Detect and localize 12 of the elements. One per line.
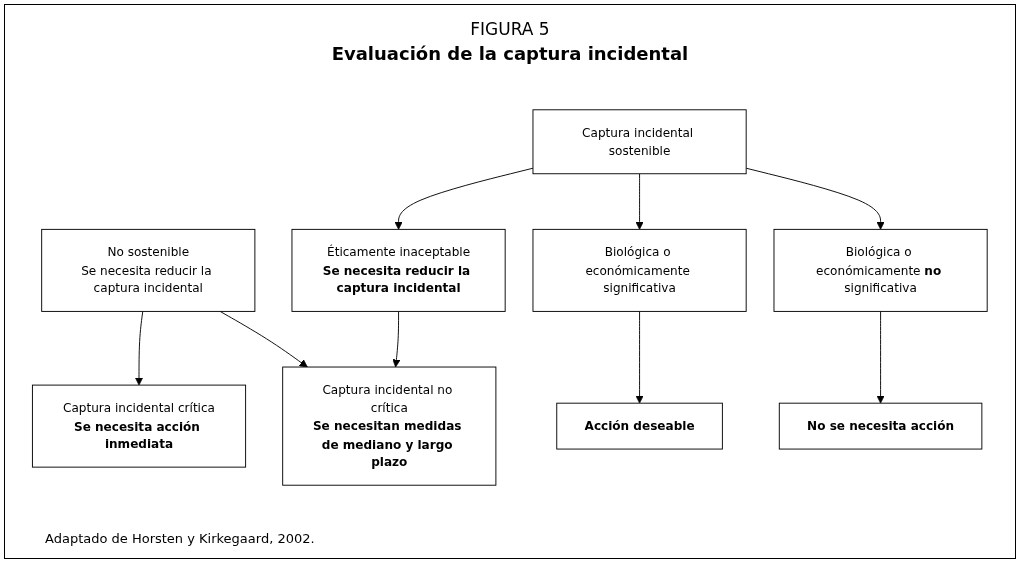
node-box: No se necesita acción	[779, 402, 983, 450]
node-box: Biológica o económicamente significativa	[532, 228, 747, 312]
node-box: Biológica o económicamente no significativa	[773, 228, 988, 312]
node-box: Acción deseable	[556, 402, 724, 450]
node-box: Captura incidental no crítica Se necesitan medidas de mediano y largo plazo	[282, 366, 497, 486]
diagram-title: Evaluación de la captura incidental	[331, 43, 689, 64]
source-caption: Adaptado de Horsten y Kirkegaard, 2002.	[45, 531, 315, 546]
node-box: Éticamente inaceptable Se necesita reducir la captura incidental	[291, 228, 506, 312]
node-box: Captura incidental sostenible	[532, 109, 747, 175]
node-box: No sostenible Se necesita reducir la captura incidental	[41, 228, 256, 312]
figure-number: FIGURA 5	[470, 19, 550, 39]
node-box: Captura incidental crítica Se necesita acción inmediata	[32, 384, 247, 468]
